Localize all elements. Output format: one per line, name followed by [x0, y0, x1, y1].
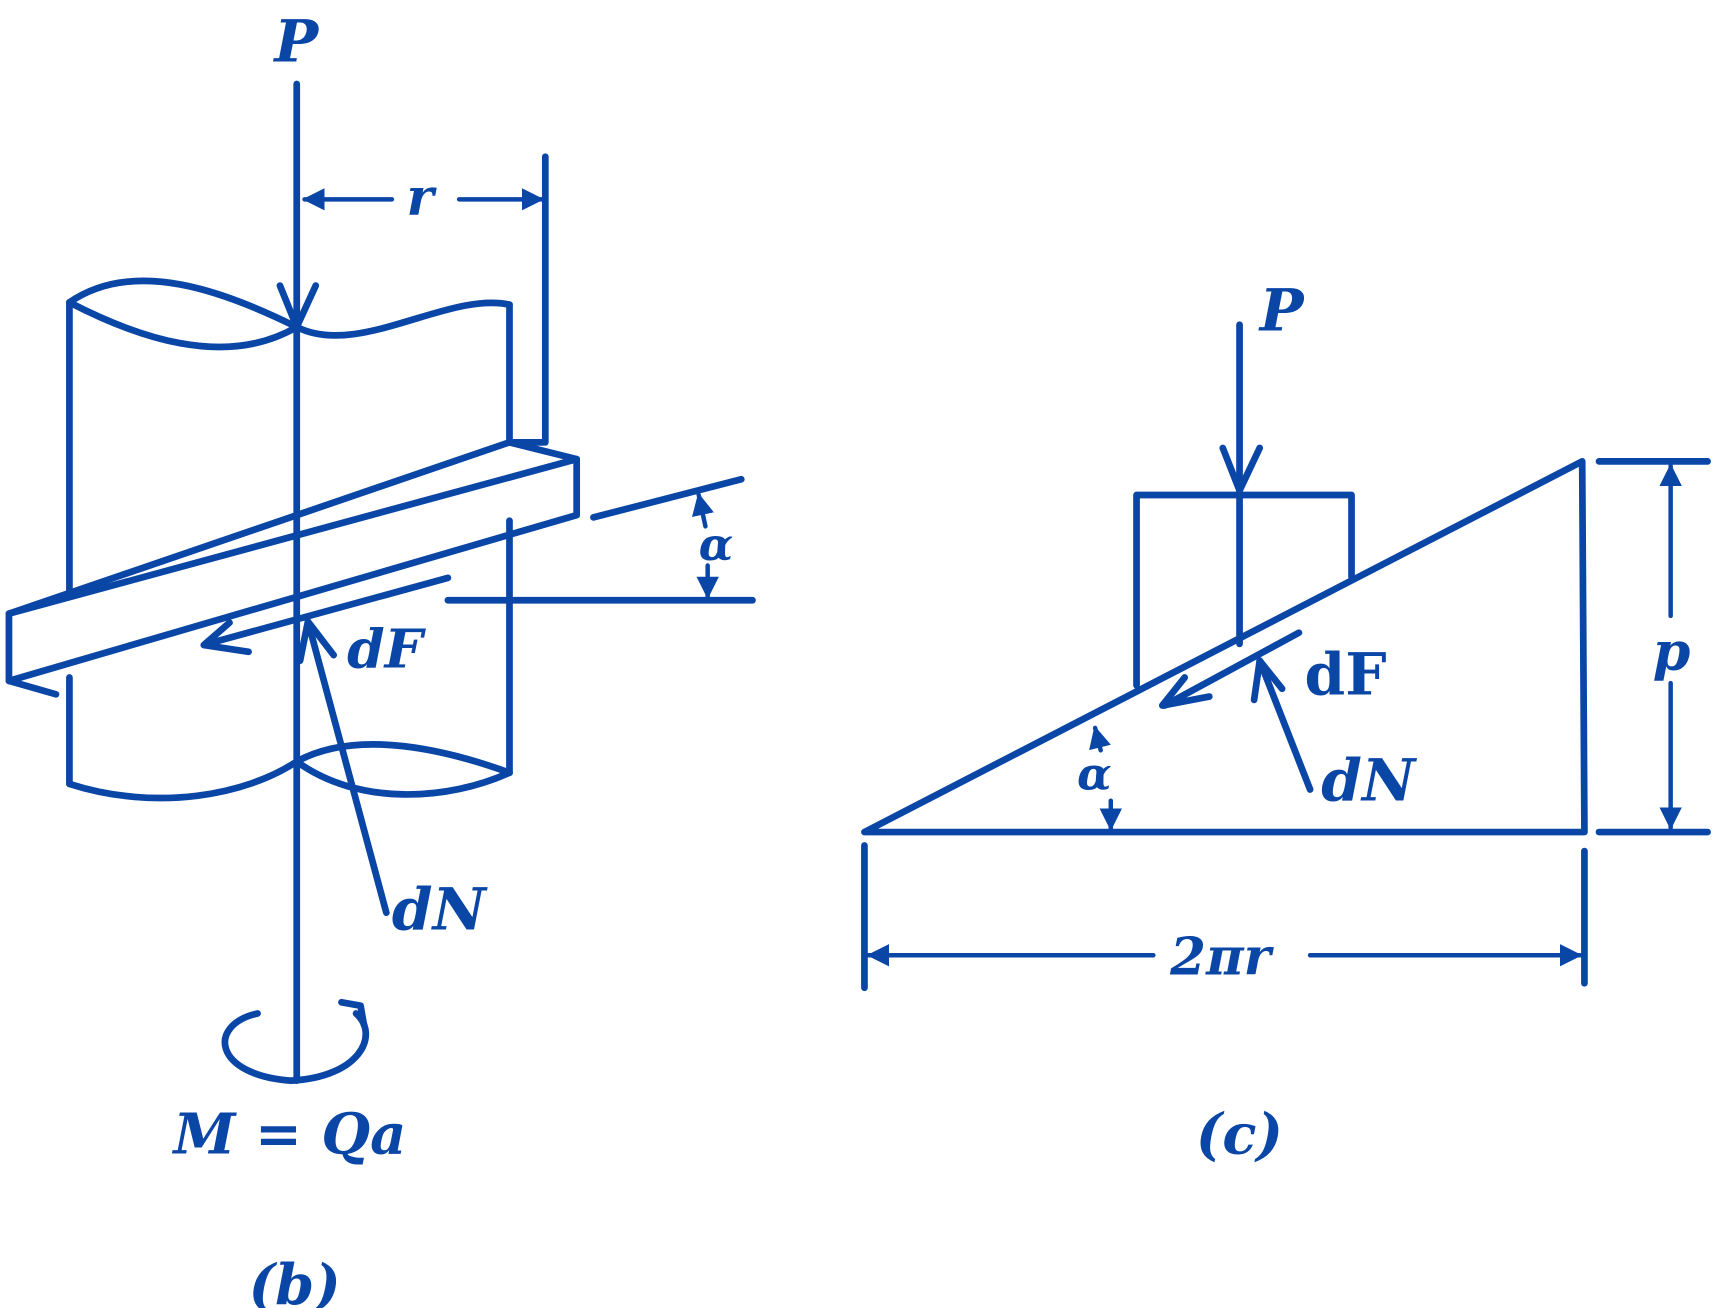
caption-b: (b) [249, 1253, 341, 1308]
caption-c: (c) [1196, 1101, 1283, 1167]
moment-arc [221, 1010, 370, 1085]
moment-arrowhead [338, 998, 368, 1029]
load-arrowhead [276, 282, 320, 331]
normal-arrowhead-c [1250, 657, 1286, 704]
load-label-b: P [272, 7, 320, 76]
friction-label-c: dF [1304, 639, 1386, 708]
friction-force-line-c [1161, 629, 1303, 709]
angle-label-c: α [1077, 748, 1111, 801]
load-arrowhead-c [1219, 444, 1264, 494]
angle-arrow-top [691, 492, 714, 529]
friction-label-b: dF [347, 617, 427, 680]
sliding-block [1133, 491, 1355, 689]
base-label: 2πr [1169, 927, 1275, 987]
load-label-c: P [1258, 275, 1306, 344]
angle-label-b: α [699, 518, 733, 571]
angle-arrow-top-c [1089, 725, 1111, 753]
normal-label-c: dN [1321, 746, 1418, 815]
figure-b: P r α dF dN M = Qa (b) [5, 7, 756, 1308]
normal-force-line-c [1256, 657, 1314, 793]
normal-label-b: dN [392, 874, 489, 943]
inclined-plane [861, 458, 1588, 836]
radius-label: r [406, 168, 437, 228]
normal-force-line [304, 618, 390, 917]
figure-c: P dF dN α p 2πr (c) [861, 275, 1711, 1167]
thread-band [5, 438, 581, 698]
friction-force-line [203, 574, 452, 648]
moment-label: M = Qa [172, 1101, 407, 1167]
pitch-label: p [1653, 620, 1691, 683]
normal-arrowhead [296, 618, 338, 665]
friction-arrowhead [200, 619, 252, 656]
helix-reference-line [590, 475, 745, 521]
friction-arrowhead-c [1158, 674, 1213, 709]
